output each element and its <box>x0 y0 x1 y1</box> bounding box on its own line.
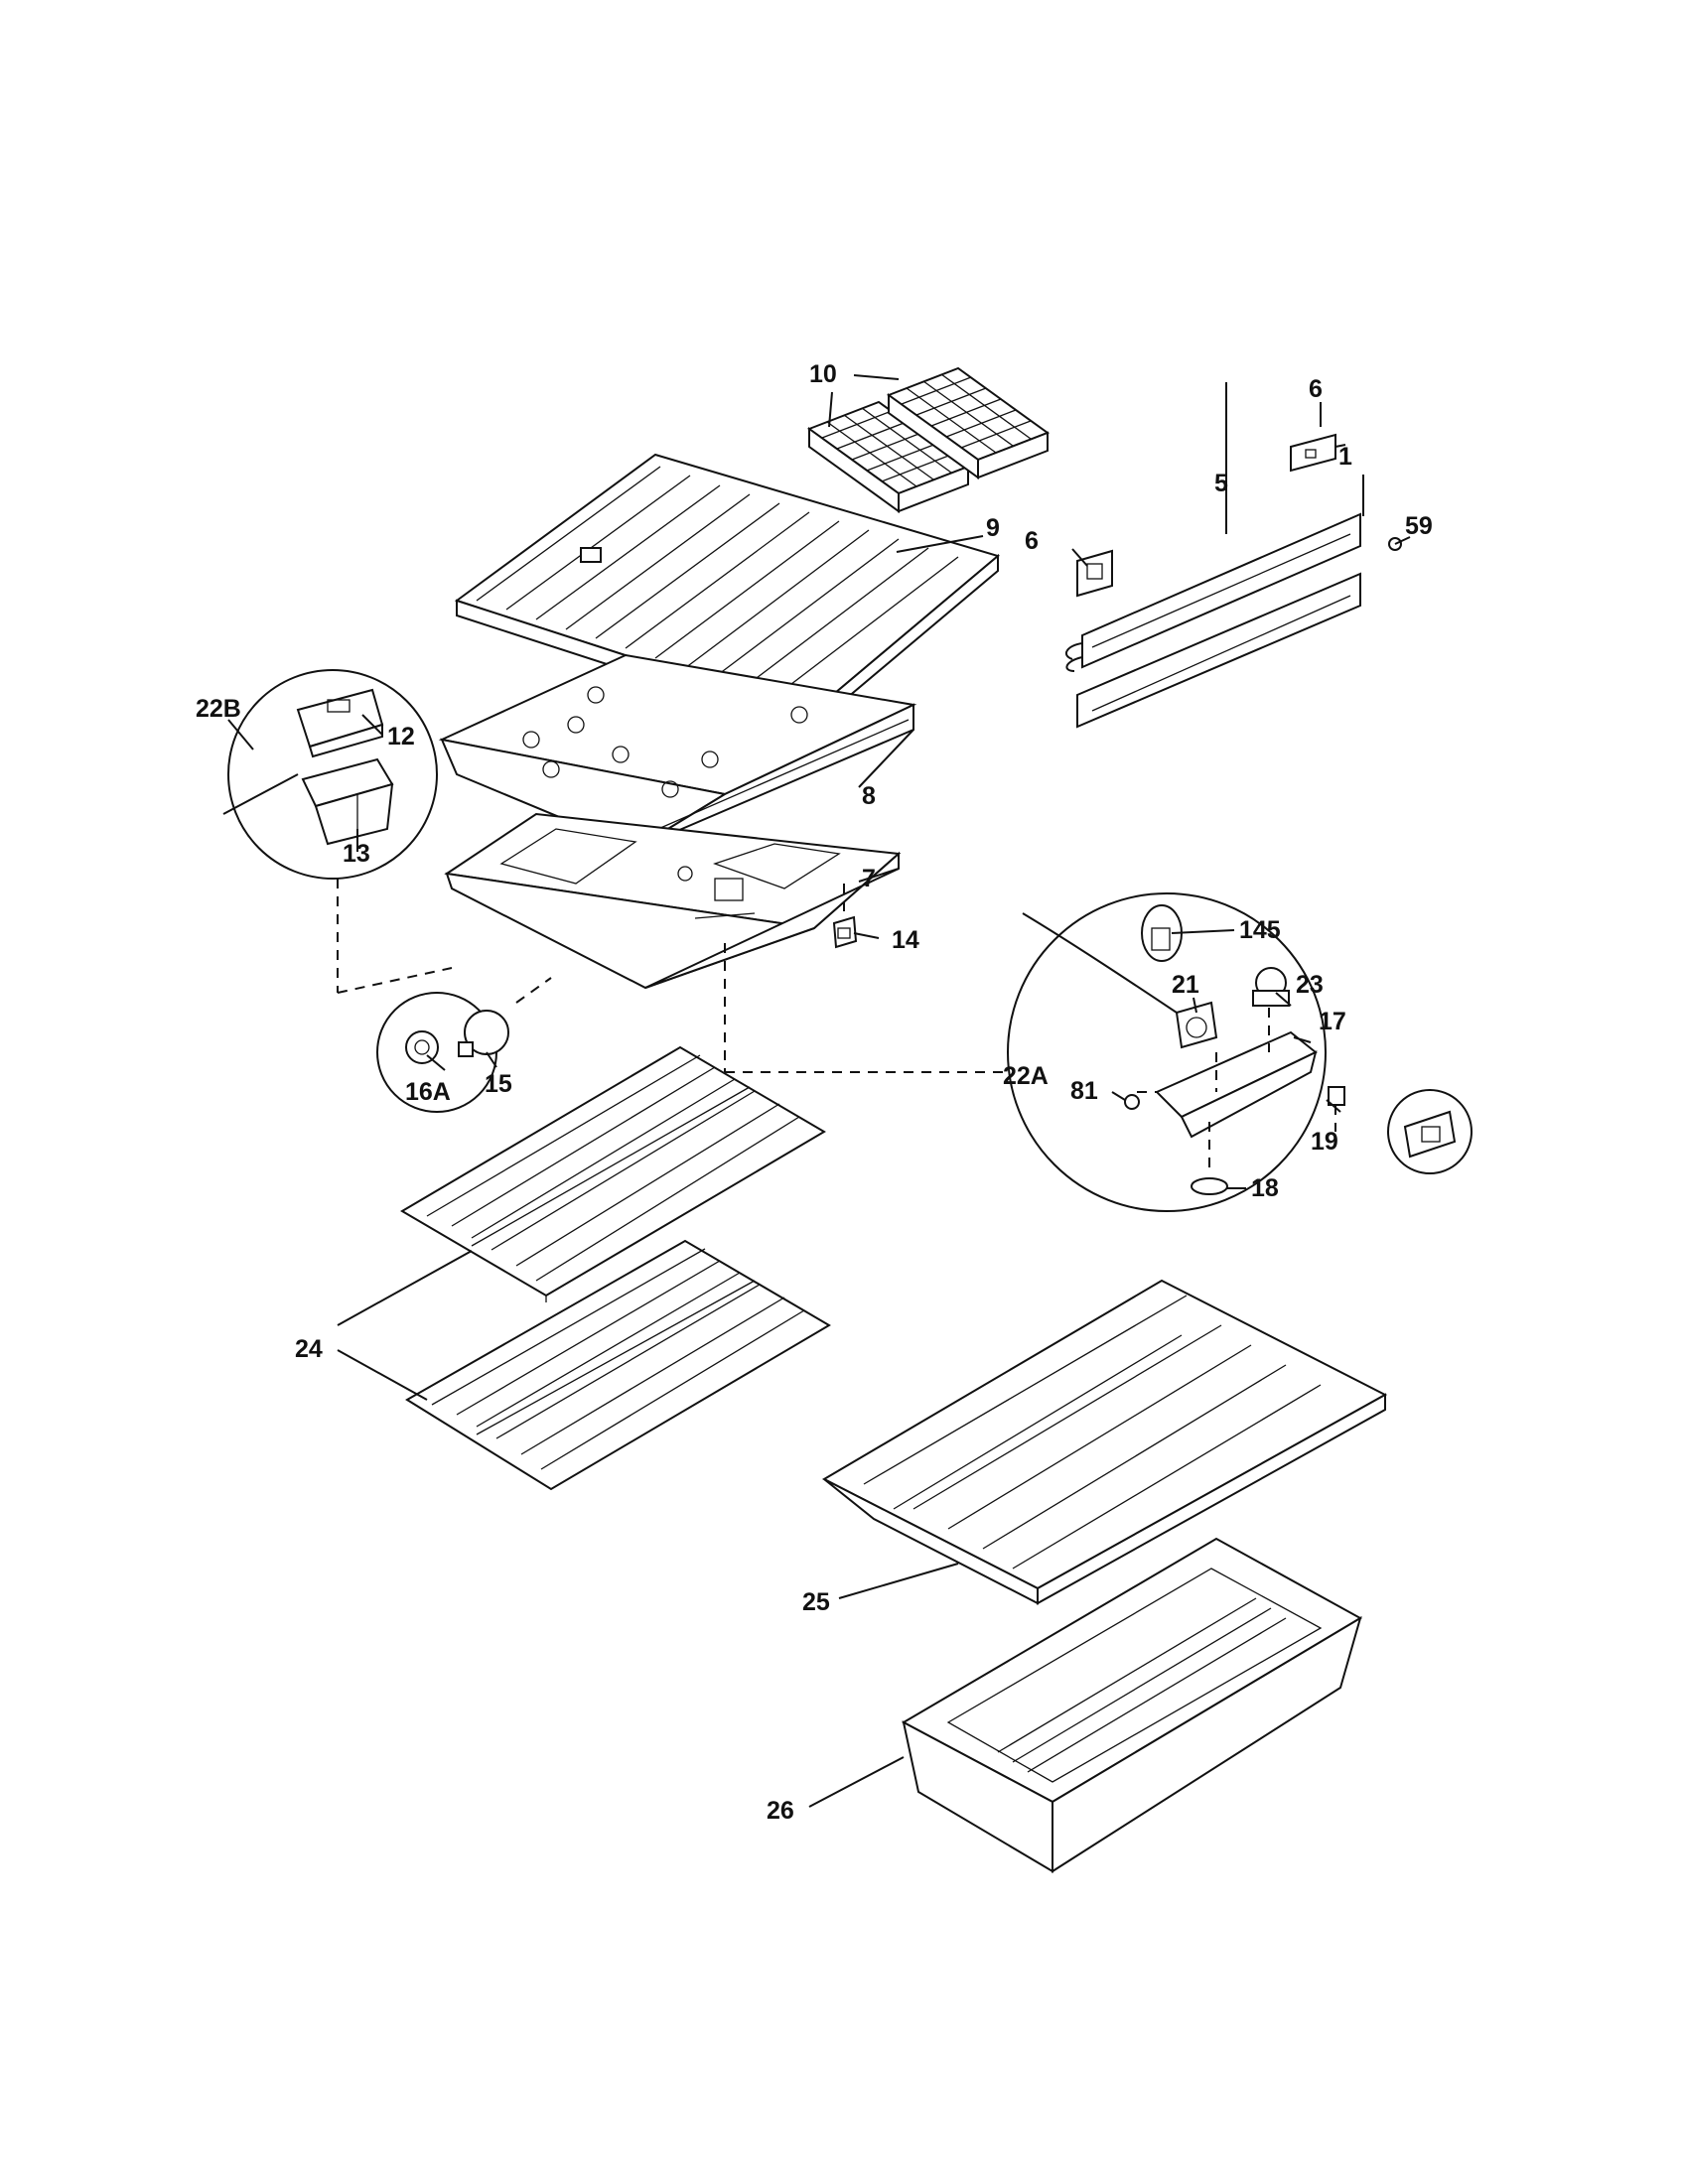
control-panel-housing <box>444 812 902 990</box>
label-6-lower: 6 <box>1025 527 1039 555</box>
screw-81 <box>1124 1094 1140 1110</box>
label-19: 19 <box>1311 1128 1338 1156</box>
thermostat-knob-housing <box>296 688 384 758</box>
label-12: 12 <box>387 723 415 751</box>
label-17: 17 <box>1319 1008 1346 1035</box>
light-bulb <box>458 1010 509 1057</box>
label-25: 25 <box>802 1588 830 1616</box>
label-21: 21 <box>1172 971 1199 999</box>
grommet-18 <box>1191 1177 1228 1195</box>
motor-23 <box>1252 967 1290 1007</box>
detail-circle-damper <box>724 892 1345 1212</box>
label-5: 5 <box>1214 470 1228 497</box>
label-6-upper: 6 <box>1309 375 1323 403</box>
label-18: 18 <box>1251 1174 1279 1202</box>
damper-housing-17 <box>1155 1030 1318 1139</box>
label-8: 8 <box>862 782 876 810</box>
label-26: 26 <box>767 1797 794 1825</box>
label-1: 1 <box>1338 443 1352 471</box>
label-16A: 16A <box>405 1078 451 1106</box>
callout-labels: 10 6 1 5 59 6 9 22B 12 13 8 7 14 145 21 … <box>196 360 1433 1825</box>
leader-lines <box>227 374 1364 1808</box>
label-10: 10 <box>809 360 837 388</box>
crisper-cover <box>821 1279 1388 1605</box>
label-22A: 22A <box>1003 1062 1049 1090</box>
connector-19 <box>1328 1086 1345 1132</box>
shelf-frame <box>438 653 917 851</box>
crisper-pan <box>901 1537 1363 1873</box>
label-22B: 22B <box>196 695 241 723</box>
label-13: 13 <box>343 840 370 868</box>
label-145: 145 <box>1239 916 1281 944</box>
light-socket <box>405 1030 439 1064</box>
ice-tray-parts <box>806 366 1051 513</box>
label-9: 9 <box>986 514 1000 542</box>
detail-circle-light <box>376 977 552 1113</box>
label-81: 81 <box>1070 1077 1098 1105</box>
wire-shelf-lower <box>405 1239 831 1491</box>
label-15: 15 <box>485 1070 512 1098</box>
bracket-upper <box>1290 433 1346 473</box>
damper-sensor <box>1141 904 1183 962</box>
label-14: 14 <box>892 926 919 954</box>
wire-shelf-upper <box>400 1045 826 1302</box>
label-59: 59 <box>1405 512 1433 540</box>
label-7: 7 <box>862 865 876 892</box>
ice-tray-back <box>886 366 1051 479</box>
fan-motor-21 <box>1175 1001 1218 1049</box>
detail-circle-switch <box>1387 1089 1473 1174</box>
detail-circle-control <box>222 669 453 994</box>
screw-59 <box>1388 536 1411 551</box>
door-switch <box>832 884 858 949</box>
bracket-lower <box>1076 549 1113 598</box>
ice-tray-front <box>806 400 971 513</box>
control-box <box>301 757 394 846</box>
label-24: 24 <box>295 1335 323 1363</box>
light-bar-assembly <box>1064 433 1411 729</box>
label-23: 23 <box>1296 971 1324 999</box>
